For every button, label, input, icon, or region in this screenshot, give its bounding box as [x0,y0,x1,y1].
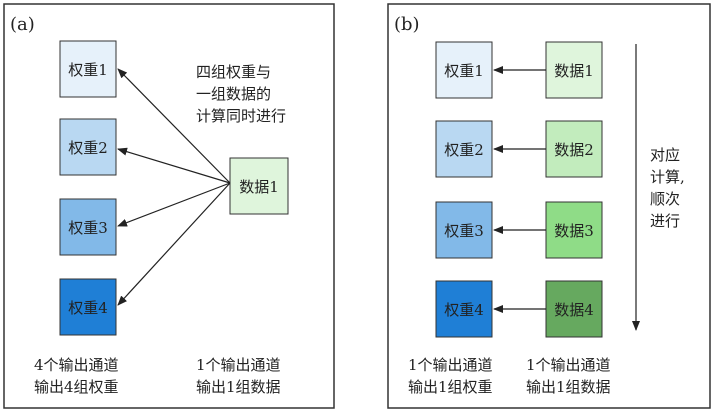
panel-a-label: (a) [10,14,35,35]
panel-b-weight-box-4: 权重4 [435,280,493,338]
panel-b-data-box-2: 数据2 [545,120,603,178]
panel-b-note-line-1: 对应 [650,146,680,164]
panel-b-data-box-4-label: 数据4 [554,301,594,319]
panel-a-data-box-rect [229,157,289,215]
panel-b-caption-left-line-1: 1个输出通道 [408,356,493,374]
panel-a-data-box-label: 数据1 [239,178,279,196]
panel-a-frame [3,3,335,409]
panel-a-weight-box-4: 权重4 [59,278,117,336]
panel-a-caption-right-line-1: 1个输出通道 [196,356,281,374]
panel-b-data-box-3-rect [545,201,603,259]
panel-b-weight-box-4-label: 权重4 [444,301,484,319]
panel-b-frame [387,3,711,409]
panel-a-weight-box-2: 权重2 [59,118,117,176]
panel-a-caption-right-line-2: 输出1组数据 [196,378,281,396]
panel-b-note-line-4: 进行 [650,212,680,230]
panel-b-weight-box-2: 权重2 [435,120,493,178]
panel-a-note-line-3: 计算同时进行 [196,107,286,125]
panel-a-weight-box-3-rect [59,198,117,256]
panel-a-note: 四组权重与 一组数据的 计算同时进行 [196,63,286,125]
panel-b-weight-box-1-rect [435,41,493,99]
panel-a-weight-box-1-label: 权重1 [68,61,108,79]
panel-b-note-line-2: 计算, [650,168,685,186]
panel-a: (a) 权重1 权重2 权重3 权重4 数据1 四组权重与 [3,3,335,409]
panel-b-weight-box-3-label: 权重3 [444,222,484,240]
panel-a-weight-box-1-rect [59,40,117,98]
panel-b-weight-box-3: 权重3 [435,201,493,259]
panel-a-caption-left-line-1: 4个输出通道 [34,356,119,374]
panel-b-data-box-2-rect [545,120,603,178]
panel-b: (b) 权重1 权重2 权重3 权重4 数据1 数据2 数据3 [387,3,711,409]
panel-b-weight-box-1-label: 权重1 [444,62,484,80]
panel-b-label: (b) [394,14,420,35]
panel-a-weight-box-4-rect [59,278,117,336]
panel-b-caption-right-line-2: 输出1组数据 [526,378,611,396]
panel-b-weight-box-4-rect [435,280,493,338]
panel-b-data-box-4-rect [545,280,603,338]
panel-b-weight-box-1: 权重1 [435,41,493,99]
panel-a-weight-box-3-label: 权重3 [68,219,108,237]
panel-a-note-line-2: 一组数据的 [196,85,271,103]
panel-a-weight-box-1: 权重1 [59,40,117,98]
panel-a-arrow-3 [117,182,231,227]
panel-b-data-box-1: 数据1 [545,41,603,99]
panel-a-arrow-2 [117,147,231,184]
panel-a-arrow-4 [117,182,231,306]
panel-a-weight-box-4-label: 权重4 [68,299,108,317]
panel-a-note-line-1: 四组权重与 [196,63,271,81]
panel-b-data-box-2-label: 数据2 [554,141,594,159]
panel-a-weight-box-2-rect [59,118,117,176]
panel-b-data-box-3-label: 数据3 [554,222,594,240]
panel-a-caption-left-line-2: 输出4组权重 [34,378,119,396]
panel-b-data-box-1-label: 数据1 [554,62,594,80]
panel-b-weight-box-2-rect [435,120,493,178]
panel-b-weight-box-2-label: 权重2 [444,141,484,159]
panel-a-data-box: 数据1 [229,157,289,215]
panel-b-note: 对应 计算, 顺次 进行 [650,146,685,230]
panel-b-caption-left-line-2: 输出1组权重 [408,378,493,396]
panel-b-caption-right-line-1: 1个输出通道 [526,356,611,374]
panel-b-data-box-3: 数据3 [545,201,603,259]
panel-b-weight-box-3-rect [435,201,493,259]
panel-a-weight-box-3: 权重3 [59,198,117,256]
panel-a-weight-box-2-label: 权重2 [68,139,108,157]
panel-b-data-box-4: 数据4 [545,280,603,338]
panel-b-note-line-3: 顺次 [650,190,680,208]
panel-a-arrow-1 [117,68,231,184]
